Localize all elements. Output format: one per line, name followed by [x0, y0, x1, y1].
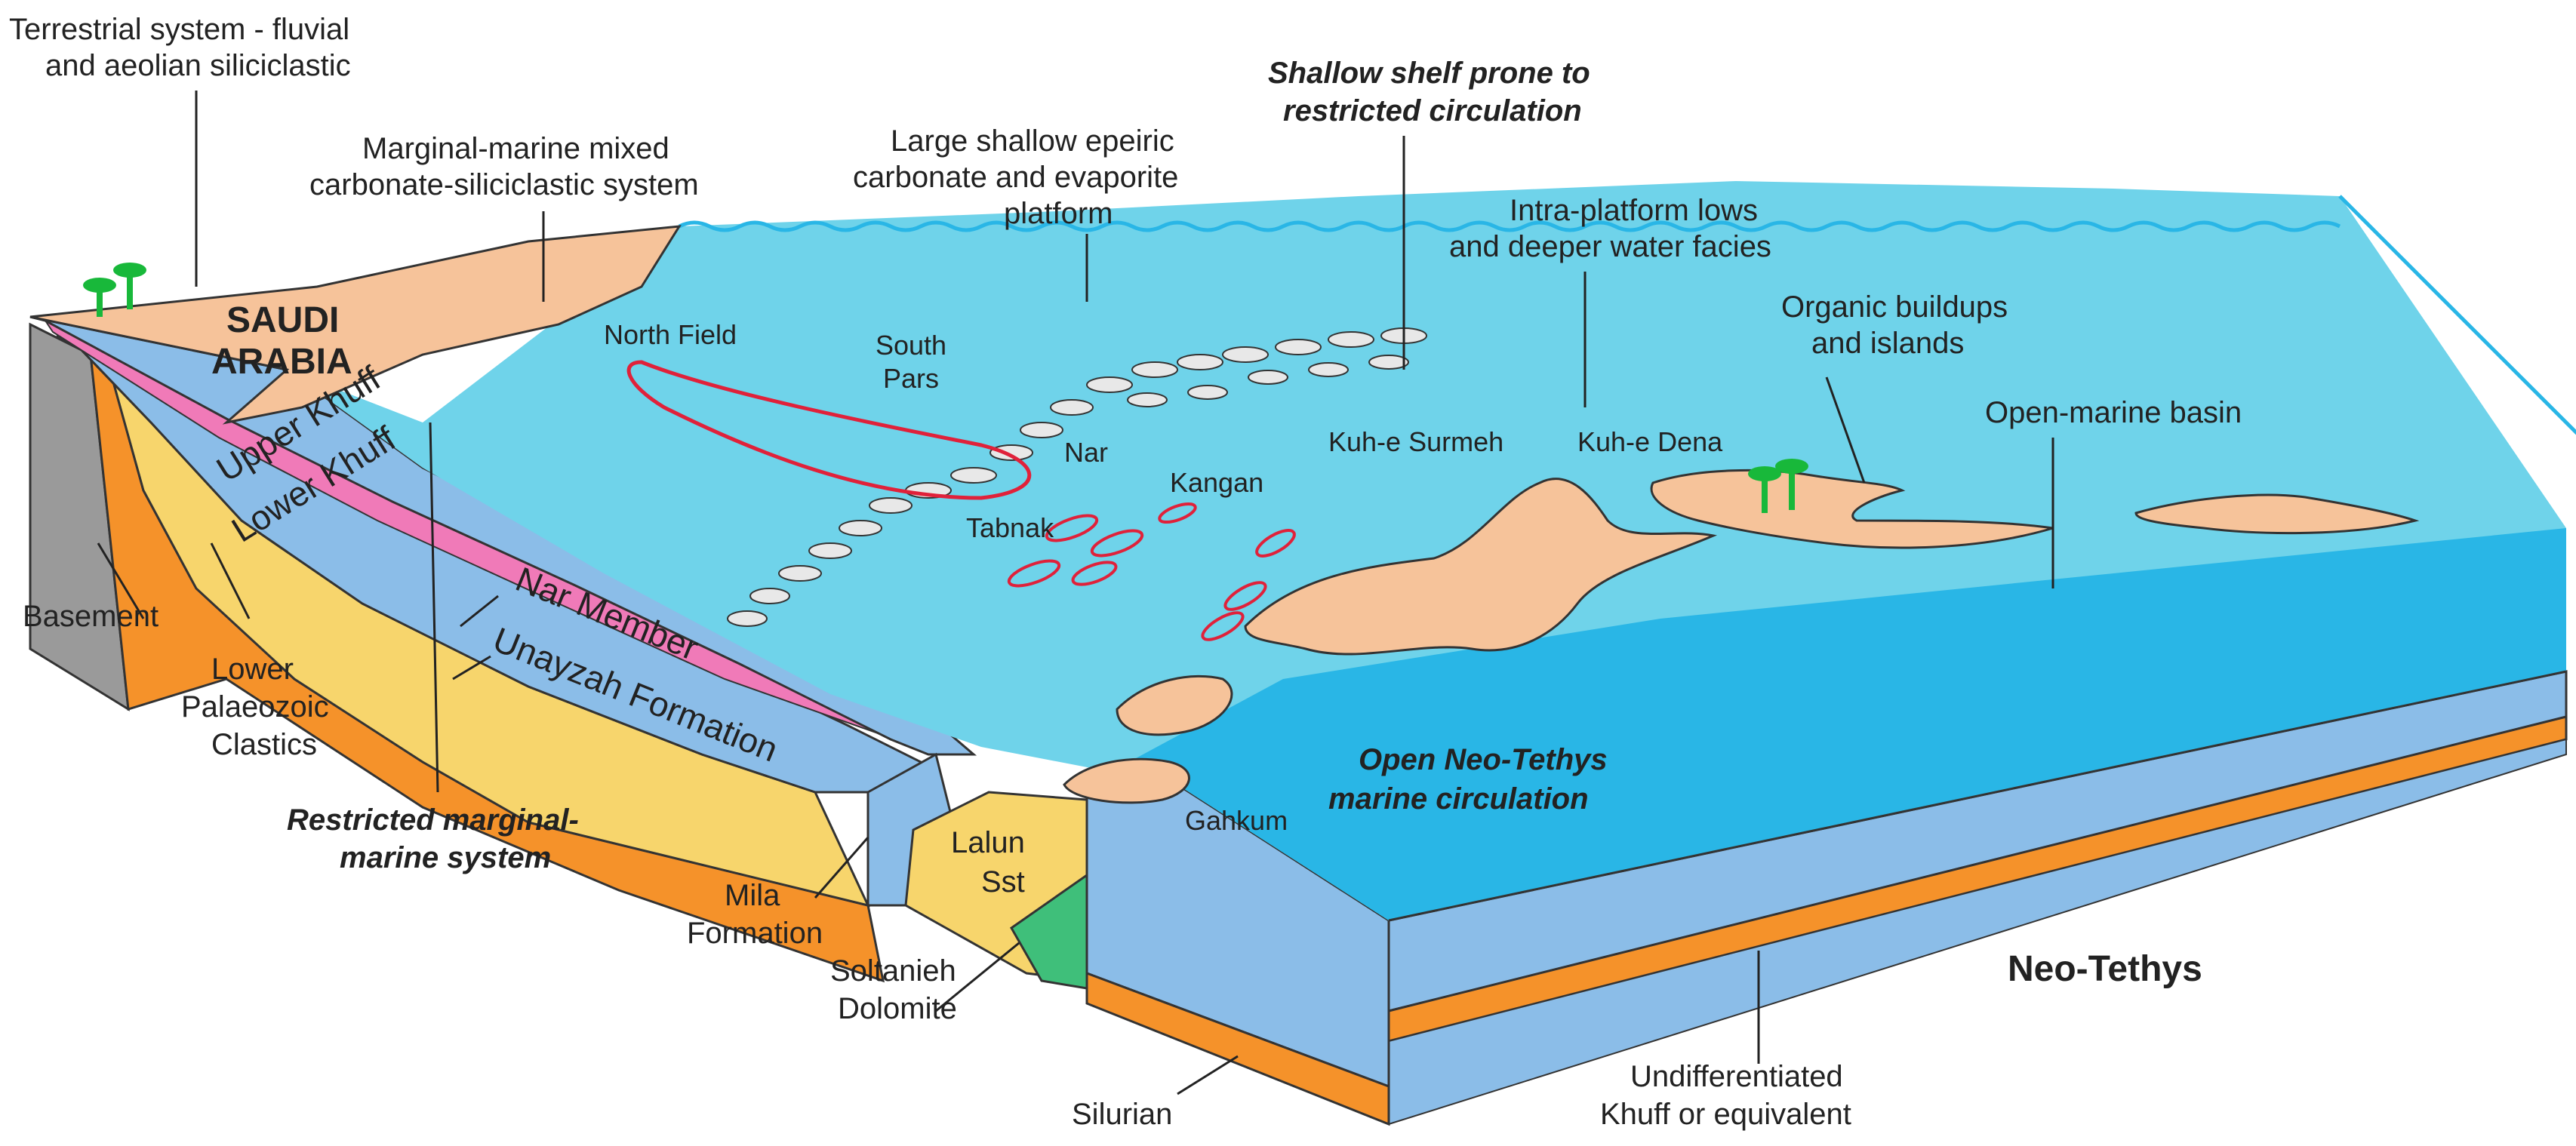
gahkum-island	[1063, 757, 1190, 804]
label-gahkum: Gahkum	[1185, 805, 1288, 836]
label-kuh-surmeh: Kuh-e Surmeh	[1328, 426, 1503, 457]
label-tabnak: Tabnak	[966, 512, 1054, 543]
kuh-e-surmeh-land	[1244, 478, 1718, 656]
label-north-field: North Field	[604, 319, 737, 350]
saudi-land	[29, 225, 682, 425]
label-silurian: Silurian	[1072, 1098, 1172, 1131]
open-basin-island	[2134, 493, 2420, 535]
label-basement: Basement	[23, 600, 158, 633]
carbonate-buildups	[727, 327, 1427, 627]
deep-water	[1087, 528, 2566, 920]
label-open-basin: Open-marine basin	[1985, 396, 2242, 429]
label-kuh-dena: Kuh-e Dena	[1577, 426, 1723, 457]
palm-icon	[83, 263, 146, 317]
wave-edge-back	[678, 220, 2341, 232]
island-mid	[1116, 674, 1233, 736]
front-top-edge	[1388, 670, 2567, 922]
palm-icon-dena	[1748, 459, 1808, 513]
north-field-outline	[626, 360, 1032, 500]
label-kangan: Kangan	[1170, 467, 1263, 498]
leader-lines	[97, 91, 2054, 1095]
field-outlines	[1007, 502, 1296, 641]
label-neo-tethys: Neo-Tethys	[2008, 949, 2202, 989]
label-nar: Nar	[1064, 437, 1108, 468]
kuh-e-dena-land	[1650, 469, 2054, 549]
label-restricted: Restricted marginal-marine system	[287, 803, 579, 874]
wave-edge-right	[2338, 195, 2576, 435]
